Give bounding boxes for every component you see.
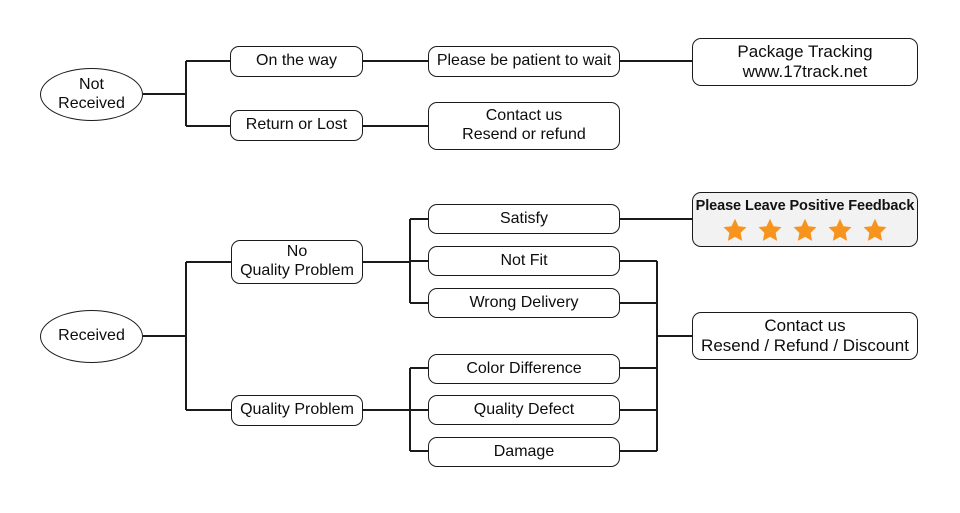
star-icon[interactable] [862,217,888,243]
node-contact-us-resend-or-refund[interactable]: Contact us Resend or refund [428,102,620,150]
node-not-received[interactable]: Not Received [40,68,143,121]
node-please-be-patient-to-wait[interactable]: Please be patient to wait [428,46,620,77]
node-satisfy[interactable]: Satisfy [428,204,620,234]
feedback-caption: Please Leave Positive Feedback [695,198,915,215]
star-icon[interactable] [757,217,783,243]
node-not-fit[interactable]: Not Fit [428,246,620,276]
node-return-or-lost[interactable]: Return or Lost [230,110,363,141]
node-color-difference[interactable]: Color Difference [428,354,620,384]
node-no-quality-problem[interactable]: No Quality Problem [231,240,363,284]
node-received[interactable]: Received [40,310,143,363]
star-icon[interactable] [792,217,818,243]
node-package-tracking[interactable]: Package Tracking www.17track.net [692,38,918,86]
node-wrong-delivery[interactable]: Wrong Delivery [428,288,620,318]
node-on-the-way[interactable]: On the way [230,46,363,77]
star-icon[interactable] [827,217,853,243]
node-quality-problem[interactable]: Quality Problem [231,395,363,426]
node-damage[interactable]: Damage [428,437,620,467]
node-contact-us-resend-refund-discount[interactable]: Contact us Resend / Refund / Discount [692,312,918,360]
star-rating[interactable] [722,217,888,243]
star-icon[interactable] [722,217,748,243]
node-leave-positive-feedback[interactable]: Please Leave Positive Feedback [692,192,918,247]
node-quality-defect[interactable]: Quality Defect [428,395,620,425]
